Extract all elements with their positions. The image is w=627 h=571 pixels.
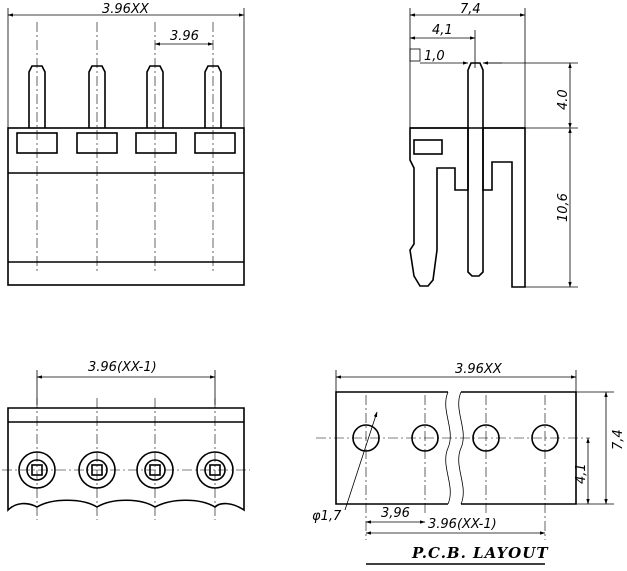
front-total-dim-label: 3.96XX	[102, 2, 150, 17]
side-pin-size-label: 1,0	[424, 49, 445, 64]
front-pins	[28, 65, 222, 128]
bottom-span-label: 3.96(XX-1)	[88, 360, 157, 375]
pcb-hole-dia-label: φ1,7	[312, 509, 342, 524]
pcb-total-label: 3.96XX	[455, 362, 503, 377]
front-view: 3.96XX 3.96	[7, 2, 245, 286]
pcb-outline-left	[335, 391, 448, 505]
bottom-screws	[18, 451, 234, 489]
pcb-layout-view: 3.96XX φ1,7 3,96 3.96(XX-1) 7,4 4,1	[312, 362, 626, 565]
pcb-hole	[411, 424, 439, 452]
side-pin-height-label: 4.0	[556, 89, 571, 110]
pcb-hole	[472, 424, 500, 452]
side-housing-left	[409, 127, 469, 287]
pcb-layout-title: P.C.B. LAYOUT	[411, 544, 549, 562]
pcb-height-label: 7,4	[611, 429, 626, 450]
side-pin-offset-label: 4,1	[432, 23, 453, 38]
pcb-pitch-label: 3,96	[381, 506, 410, 521]
side-view: 7,4 4,1 1,0 4.0 10,6	[409, 2, 578, 288]
pcb-outline-right	[461, 391, 577, 505]
front-pitch-dim-label: 3.96	[170, 29, 199, 44]
pcb-hole-offset-label: 4,1	[574, 463, 589, 484]
pcb-hole	[531, 424, 559, 452]
side-body-height-label: 10,6	[556, 193, 571, 222]
pcb-hole	[352, 424, 380, 452]
pcb-span-label: 3.96(XX-1)	[428, 517, 497, 532]
bottom-view: 3.96(XX-1)	[2, 360, 250, 520]
side-width-label: 7,4	[460, 2, 481, 17]
side-housing-right	[482, 127, 526, 288]
front-body	[7, 127, 245, 286]
side-pin	[467, 62, 484, 277]
bottom-body	[7, 407, 245, 512]
